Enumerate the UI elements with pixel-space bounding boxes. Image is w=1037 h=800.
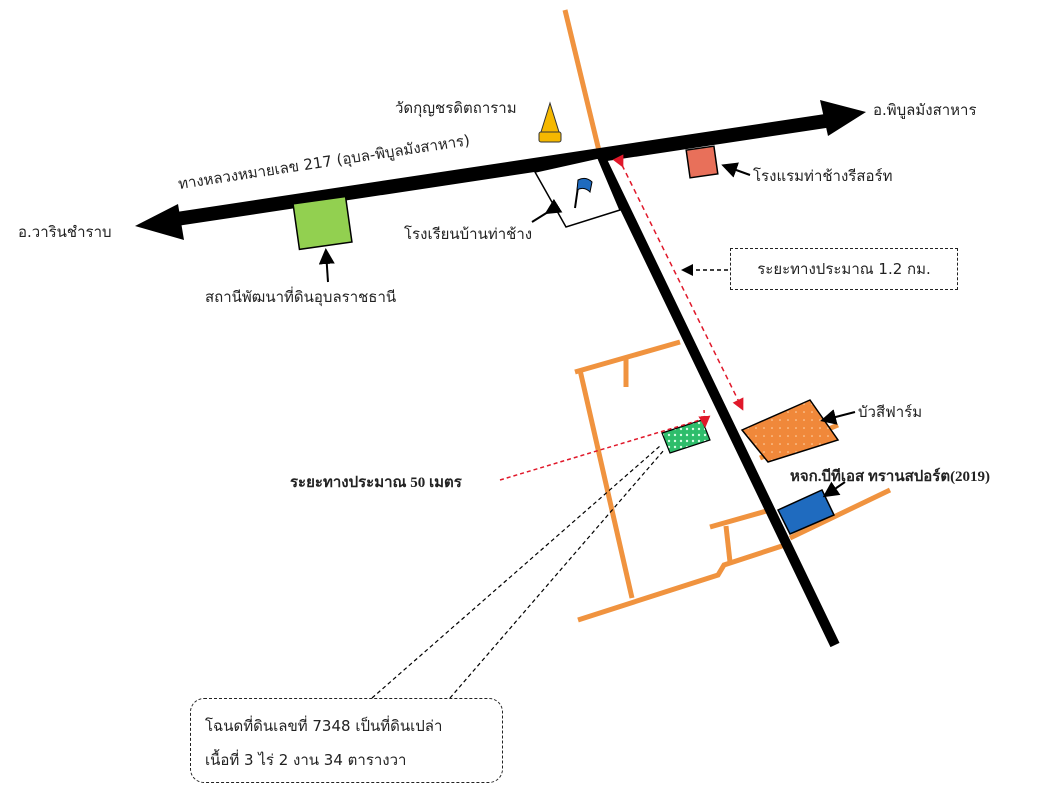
company-marker xyxy=(776,489,836,535)
hotel-label: โรงแรมท่าช้างรีสอร์ท xyxy=(753,167,893,185)
local-roads xyxy=(562,9,892,623)
distance-1-2km-label: ระยะทางประมาณ 1.2 กม. xyxy=(757,260,931,278)
flag-icon xyxy=(574,177,593,209)
distance-50m-label: ระยะทางประมาณ 50 เมตร xyxy=(290,475,462,491)
plot-info-line2: เนื้อที่ 3 ไร่ 2 งาน 34 ตารางวา xyxy=(205,751,407,769)
land-station-label: สถานีพัฒนาที่ดินอุบลราชธานี xyxy=(205,288,397,306)
temple-label: วัดกุญชรดิตถาราม xyxy=(395,99,517,117)
hotel-marker xyxy=(685,145,719,179)
land-plot-marker xyxy=(661,419,711,454)
school-label: โรงเรียนบ้านท่าช้าง xyxy=(404,225,533,243)
plot-info-callout: โฉนดที่ดินเลขที่ 7348 เป็นที่ดินเปล่า เน… xyxy=(190,698,503,783)
farm-marker xyxy=(740,399,840,463)
east-destination-label: อ.พิบูลมังสาหาร xyxy=(873,101,977,119)
distance-line-1-2km xyxy=(612,154,744,411)
west-destination-label: อ.วารินชำราบ xyxy=(18,223,112,241)
company-label: หจก.บีทีเอส ทรานสปอร์ต(2019) xyxy=(790,469,991,485)
arrow-west-icon xyxy=(135,204,184,240)
arrow-east-icon xyxy=(820,100,866,136)
temple-icon xyxy=(538,101,562,143)
highway-217 xyxy=(135,100,866,240)
distance-1-2km-callout: ระยะทางประมาณ 1.2 กม. xyxy=(730,248,958,290)
plot-info-line1: โฉนดที่ดินเลขที่ 7348 เป็นที่ดินเปล่า xyxy=(205,717,443,735)
land-station-marker xyxy=(292,195,353,251)
local-black-road xyxy=(593,149,840,648)
farm-label: บัวสีฟาร์ม xyxy=(858,403,923,421)
